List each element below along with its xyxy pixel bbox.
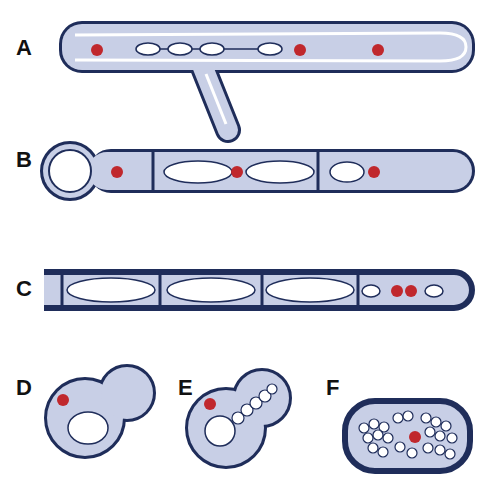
- septum: [317, 152, 320, 190]
- branch-outline: [200, 60, 228, 130]
- branch-membrane: [206, 74, 226, 124]
- hypha-outline: [62, 24, 472, 70]
- hypha-b: [43, 144, 472, 198]
- vesicle: [441, 421, 451, 431]
- bud-body: [101, 367, 153, 419]
- panel-letter: E: [178, 376, 193, 400]
- nucleus: [294, 44, 306, 56]
- budding-cell-e: [188, 371, 289, 466]
- vesicle: [393, 413, 403, 423]
- hypha-c: [44, 272, 472, 308]
- vacuole: [266, 278, 354, 302]
- vacuole: [205, 416, 235, 446]
- hypha-a: [62, 24, 472, 130]
- vacuole: [246, 161, 314, 183]
- vesicle: [383, 433, 393, 443]
- vesicle: [359, 423, 369, 433]
- vacuole: [330, 162, 364, 182]
- vacuole: [67, 278, 155, 302]
- septum: [159, 272, 162, 308]
- vesicle: [369, 419, 379, 429]
- panel-letter: F: [326, 376, 339, 400]
- vesicle: [407, 448, 417, 458]
- vacuole: [168, 43, 192, 55]
- nucleus: [91, 44, 103, 56]
- branch-body: [200, 60, 228, 130]
- vacuole: [136, 43, 160, 55]
- vacuole: [164, 161, 232, 183]
- bud-outline: [101, 367, 153, 419]
- vesicle: [425, 427, 435, 437]
- vesicle: [421, 413, 431, 423]
- hypha-body: [88, 152, 472, 190]
- rod-cell-f: [345, 401, 470, 471]
- vesicle: [423, 443, 433, 453]
- nucleus: [409, 431, 421, 443]
- budding-cell-d: [47, 367, 153, 456]
- vacuole: [200, 43, 224, 55]
- nucleus: [405, 285, 417, 297]
- vesicle: [267, 384, 277, 394]
- vacuole: [68, 412, 108, 444]
- septum: [152, 152, 155, 190]
- panel-letter: C: [16, 277, 32, 301]
- nucleus: [368, 166, 380, 178]
- vesicle: [368, 443, 378, 453]
- vacuole: [258, 43, 282, 55]
- vesicle: [373, 430, 383, 440]
- nucleus: [231, 166, 243, 178]
- nucleus: [111, 166, 123, 178]
- vesicle: [435, 445, 445, 455]
- nucleus: [391, 285, 403, 297]
- spore-vacuole: [49, 150, 91, 192]
- vesicle: [445, 449, 455, 459]
- vesicle: [395, 442, 405, 452]
- inner-membrane: [75, 33, 466, 61]
- vesicle-cluster: [359, 411, 457, 459]
- nucleus: [57, 394, 69, 406]
- spore-body: [43, 144, 97, 198]
- septum: [61, 272, 64, 308]
- cell-outline: [188, 390, 264, 466]
- vesicle: [447, 433, 457, 443]
- vacuole: [362, 285, 380, 297]
- hypha-body: [62, 24, 472, 70]
- septum: [261, 272, 264, 308]
- vesicle: [378, 447, 388, 457]
- nucleus: [372, 44, 384, 56]
- vacuole: [167, 278, 255, 302]
- nucleus: [204, 398, 216, 410]
- vesicle: [403, 411, 413, 421]
- vesicle: [431, 417, 441, 427]
- panel-letter: A: [16, 36, 32, 60]
- panel-letter: B: [16, 148, 32, 172]
- vesicle: [435, 431, 445, 441]
- panel-letter: D: [16, 376, 32, 400]
- cell-body: [345, 401, 470, 471]
- cell-body: [188, 390, 264, 466]
- spore-outline: [43, 144, 97, 198]
- septum: [357, 272, 360, 308]
- hypha-body: [44, 272, 472, 308]
- vesicle: [363, 433, 373, 443]
- vacuole: [425, 285, 443, 297]
